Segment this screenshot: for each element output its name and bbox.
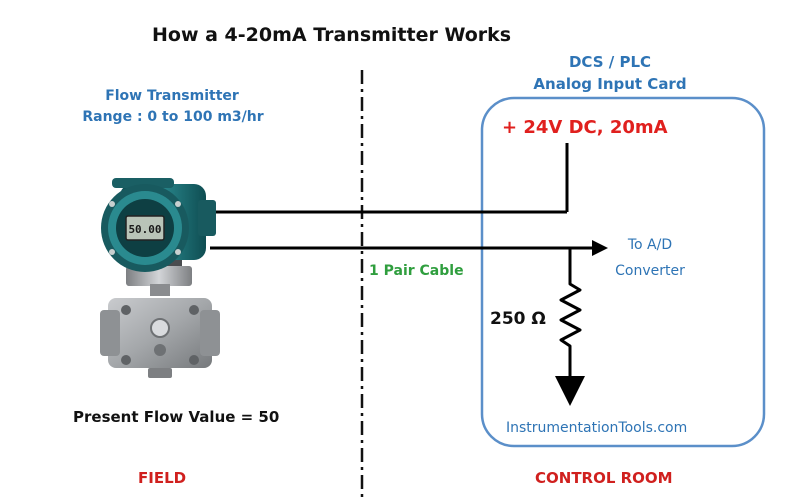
website-label: InstrumentationTools.com: [506, 420, 688, 436]
dcs-plc-card-box: [480, 96, 766, 448]
converter-label-line2: Converter: [615, 263, 685, 279]
lcd-reading: 50.00: [128, 223, 161, 236]
converter-label-line1: To A/D: [627, 237, 673, 253]
present-flow-value: Present Flow Value = 50: [73, 408, 280, 426]
cable-label: 1 Pair Cable: [369, 263, 464, 279]
control-room-zone-label: CONTROL ROOM: [535, 469, 673, 487]
diagram-title: How a 4-20mA Transmitter Works: [152, 24, 512, 46]
lcd-display: [125, 215, 165, 241]
dcs-plc-title: DCS / PLC: [568, 53, 652, 71]
resistor-250-ohm: [559, 248, 582, 378]
converter-arrow-head: [592, 240, 608, 256]
transmitter-name: Flow Transmitter: [105, 88, 239, 104]
analog-input-card-title: Analog Input Card: [533, 75, 687, 93]
ground-arrow-icon: [555, 376, 585, 406]
transmitter-range: Range : 0 to 100 m3/hr: [82, 109, 264, 125]
resistor-label: 250 Ω: [490, 309, 546, 329]
flow-transmitter-icon: [100, 178, 220, 378]
supply-voltage-label: + 24V DC, 20mA: [502, 117, 668, 138]
field-zone-label: FIELD: [138, 469, 187, 487]
